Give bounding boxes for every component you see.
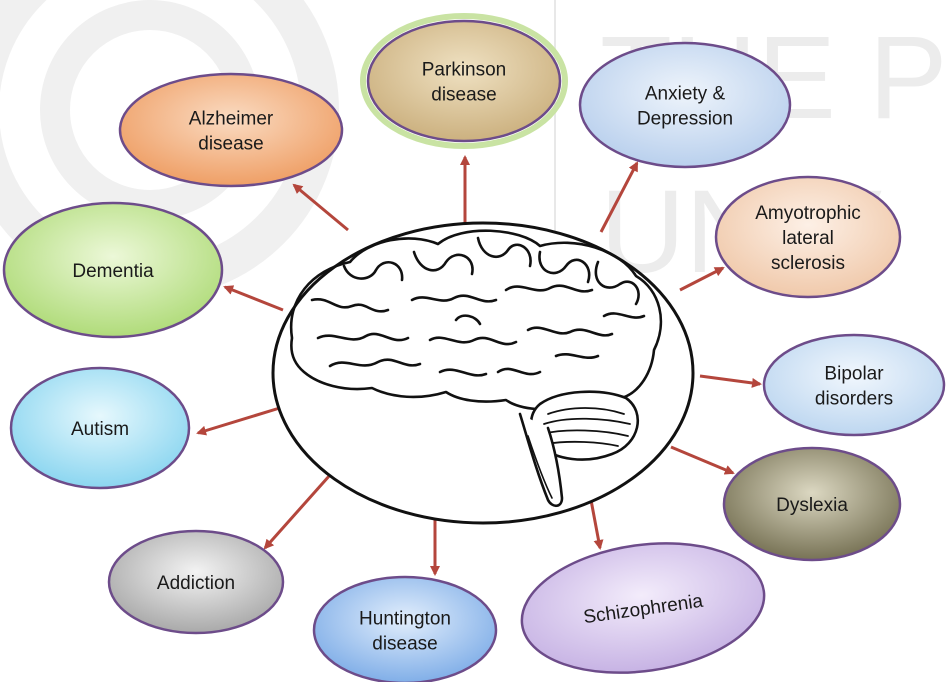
node-label: Addiction bbox=[157, 573, 235, 594]
node-anxiety: Anxiety & Depression bbox=[580, 43, 790, 167]
node-alzheimer: Alzheimer disease bbox=[120, 74, 342, 186]
node-bipolar: Bipolar disorders bbox=[764, 335, 944, 435]
arrow-dyslexia bbox=[671, 447, 733, 473]
node-schizophrenia: Schizophrenia bbox=[513, 529, 772, 682]
node-label-line: disorders bbox=[815, 389, 893, 410]
node-als: Amyotrophic lateral sclerosis bbox=[716, 177, 900, 297]
node-parkinson: Parkinson disease bbox=[363, 16, 565, 146]
node-label-line: sclerosis bbox=[771, 253, 845, 274]
node-autism: Autism bbox=[11, 368, 189, 488]
node-huntington: Huntington disease bbox=[314, 577, 496, 682]
node-dyslexia: Dyslexia bbox=[724, 448, 900, 560]
node-label-line: Dementia bbox=[72, 261, 154, 282]
arrow-autism bbox=[198, 407, 283, 433]
node-label-line: Anxiety & bbox=[645, 84, 726, 105]
node-label-line: Dyslexia bbox=[776, 495, 848, 516]
node-label-line: Depression bbox=[637, 109, 733, 130]
node-label: Dyslexia bbox=[776, 495, 848, 516]
node-label-line: Alzheimer bbox=[189, 109, 274, 130]
node-label-line: disease bbox=[431, 85, 497, 106]
node-label: Autism bbox=[71, 419, 129, 440]
node-label-line: Autism bbox=[71, 419, 129, 440]
node-label-line: Amyotrophic bbox=[755, 203, 861, 224]
node-shape bbox=[314, 577, 496, 682]
node-shape bbox=[120, 74, 342, 186]
node-addiction: Addiction bbox=[109, 531, 283, 633]
node-label-line: disease bbox=[372, 634, 438, 655]
node-dementia: Dementia bbox=[4, 203, 222, 337]
node-label-line: Addiction bbox=[157, 573, 235, 594]
node-shape bbox=[368, 21, 560, 141]
node-label-line: Bipolar bbox=[824, 364, 884, 385]
node-label-line: lateral bbox=[782, 228, 834, 249]
node-shape bbox=[580, 43, 790, 167]
node-label: Dementia bbox=[72, 261, 154, 282]
node-label-line: disease bbox=[198, 134, 264, 155]
node-label-line: Huntington bbox=[359, 609, 451, 630]
arrow-addiction bbox=[265, 475, 330, 548]
brain-hub bbox=[273, 223, 693, 523]
arrow-bipolar bbox=[700, 376, 760, 384]
arrow-schizophrenia bbox=[591, 500, 600, 548]
arrow-dementia bbox=[225, 287, 283, 310]
node-label-line: Parkinson bbox=[422, 60, 507, 81]
node-shape bbox=[764, 335, 944, 435]
